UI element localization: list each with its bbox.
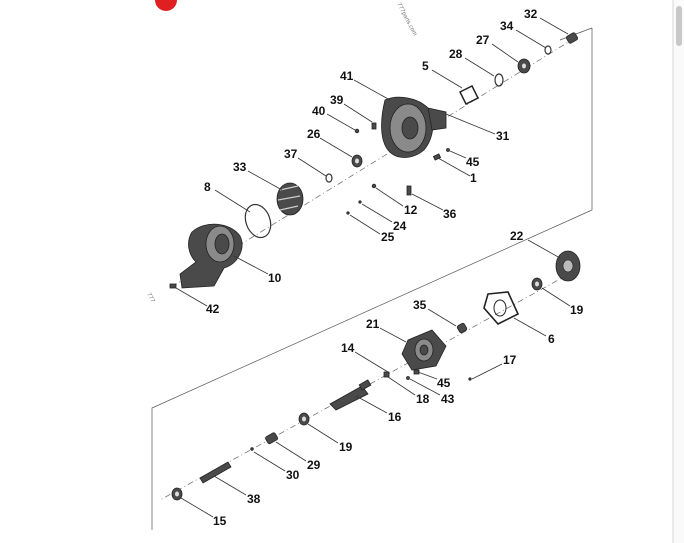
part-34-ring bbox=[544, 45, 552, 55]
part-17-screw bbox=[468, 377, 472, 381]
callout-1: 1 bbox=[470, 171, 477, 185]
part-35-bushing bbox=[456, 322, 468, 334]
callout-14: 14 bbox=[341, 341, 355, 355]
callout-labels: 32 34 27 28 5 41 39 40 26 31 45 1 37 33 … bbox=[204, 7, 584, 528]
part-32-nut bbox=[566, 32, 578, 44]
part-33-impeller bbox=[276, 182, 304, 216]
part-29-sleeve bbox=[265, 432, 278, 445]
callout-15: 15 bbox=[213, 514, 227, 528]
callout-21: 21 bbox=[366, 317, 380, 331]
part-12-pin bbox=[371, 183, 377, 189]
part-21-bearing-housing bbox=[401, 329, 447, 371]
callout-26: 26 bbox=[307, 127, 321, 141]
callout-17: 17 bbox=[503, 353, 517, 367]
callout-10: 10 bbox=[268, 271, 282, 285]
part-8-oring bbox=[244, 203, 272, 239]
vertical-scrollbar[interactable] bbox=[674, 0, 684, 543]
callout-22: 22 bbox=[510, 229, 524, 243]
callout-8: 8 bbox=[204, 180, 211, 194]
part-36-plug bbox=[406, 185, 412, 196]
callout-29: 29 bbox=[307, 458, 321, 472]
scrollbar-thumb[interactable] bbox=[676, 6, 682, 46]
part-39-bolt bbox=[371, 122, 377, 130]
callout-30: 30 bbox=[286, 468, 300, 482]
callout-41: 41 bbox=[340, 69, 354, 83]
callout-18: 18 bbox=[416, 392, 430, 406]
callout-19-lower: 19 bbox=[339, 440, 353, 454]
red-badge-icon bbox=[155, 0, 177, 11]
callout-16: 16 bbox=[388, 410, 402, 424]
callout-25: 25 bbox=[381, 230, 395, 244]
callout-12: 12 bbox=[404, 203, 418, 217]
part-28-oring bbox=[494, 73, 504, 87]
part-45-pin bbox=[446, 148, 450, 152]
part-1-bolt bbox=[432, 153, 442, 161]
callout-40: 40 bbox=[312, 104, 326, 118]
callout-33: 33 bbox=[233, 160, 247, 174]
part-30-pin bbox=[250, 447, 254, 451]
callout-24: 24 bbox=[393, 219, 407, 233]
callout-42: 42 bbox=[206, 302, 220, 316]
frame-line bbox=[151, 28, 593, 530]
part-6-gasket bbox=[483, 291, 520, 325]
part-22-gear bbox=[555, 250, 581, 282]
part-40-screw bbox=[354, 128, 360, 134]
watermark: 777parts.com bbox=[395, 2, 417, 37]
callout-35: 35 bbox=[413, 298, 427, 312]
part-38-shaft bbox=[199, 461, 232, 484]
callout-45-lower: 45 bbox=[437, 376, 451, 390]
part-18-key bbox=[383, 371, 390, 378]
part-42-plug bbox=[169, 283, 177, 289]
callout-45-upper: 45 bbox=[466, 155, 480, 169]
watermark-left: 777 bbox=[145, 292, 155, 304]
part-16-shaft bbox=[329, 379, 372, 411]
callout-39: 39 bbox=[330, 93, 344, 107]
leader-lines bbox=[175, 17, 571, 518]
callout-37: 37 bbox=[284, 147, 298, 161]
part-24-washer bbox=[358, 200, 362, 204]
callout-6: 6 bbox=[548, 332, 555, 346]
callout-19-upper: 19 bbox=[570, 303, 584, 317]
callout-5: 5 bbox=[422, 59, 429, 73]
part-43-pin bbox=[406, 376, 410, 380]
part-37-oring bbox=[325, 173, 333, 183]
part-5-gasket bbox=[458, 84, 480, 106]
callout-32: 32 bbox=[524, 7, 538, 21]
callout-28: 28 bbox=[449, 47, 463, 61]
frame-line-top bbox=[559, 27, 593, 41]
scroll-divider bbox=[672, 0, 674, 543]
callout-27: 27 bbox=[476, 33, 490, 47]
callout-43: 43 bbox=[441, 392, 455, 406]
part-25-screw bbox=[346, 211, 350, 215]
part-41-pump-housing bbox=[381, 96, 447, 158]
callout-36: 36 bbox=[443, 207, 457, 221]
callout-34: 34 bbox=[500, 19, 514, 33]
part-10-suction-elbow bbox=[179, 223, 243, 289]
callout-31: 31 bbox=[496, 129, 510, 143]
upper-axis bbox=[169, 37, 576, 289]
callout-38: 38 bbox=[247, 492, 261, 506]
